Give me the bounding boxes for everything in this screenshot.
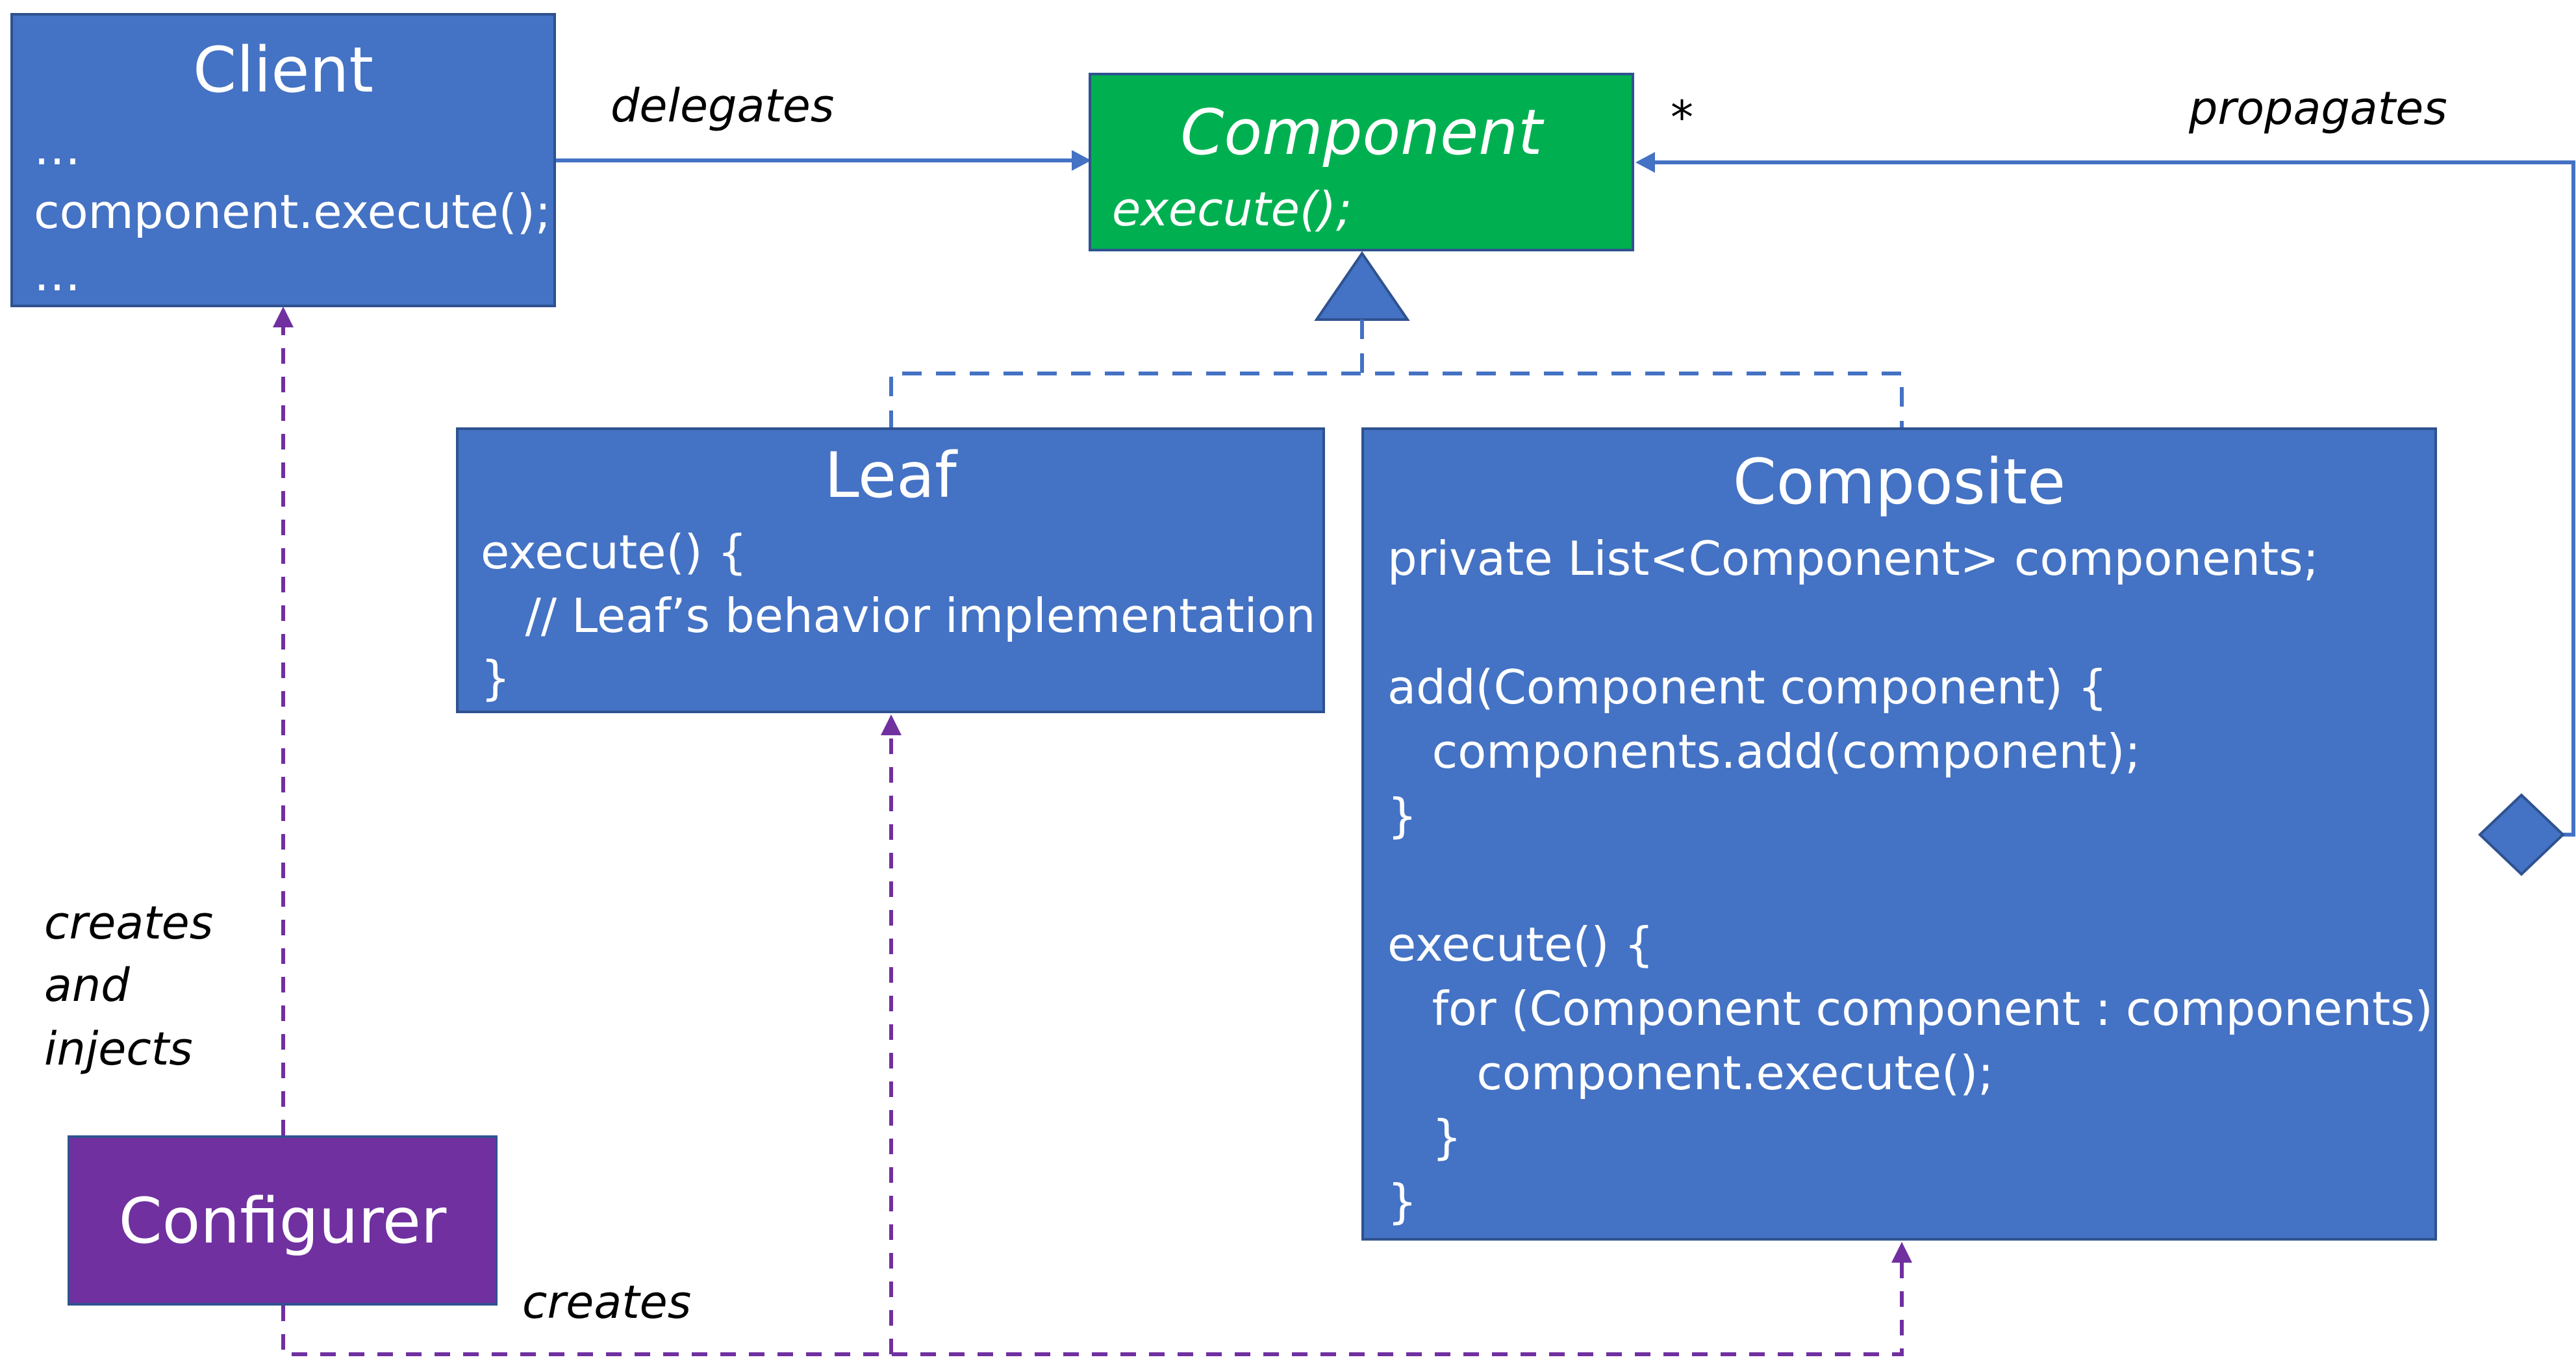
- leaf-line-2: // Leaf’s behavior implementation: [481, 588, 1316, 643]
- client-line-2: component.execute();: [34, 184, 551, 239]
- composite-line-1: private List<Component> components;: [1387, 531, 2319, 586]
- leaf-box: Leaf execute() { // Leaf’s behavior impl…: [456, 427, 1325, 713]
- composite-line-3: add(Component component) {: [1387, 660, 2108, 714]
- generalization-dashed-bracket: [889, 372, 1904, 430]
- delegates-label: delegates: [611, 79, 835, 133]
- generalization-triangle: [1314, 251, 1410, 321]
- multiplicity-label: *: [1671, 91, 1693, 144]
- creates-line: [281, 1260, 1904, 1356]
- client-box: Client … component.execute(); …: [10, 13, 556, 307]
- creates-injects-label-1: creates: [44, 896, 214, 950]
- configurer-box: Configurer: [68, 1135, 498, 1306]
- creates-injects-label-2: and: [44, 959, 130, 1012]
- composite-line-7: execute() {: [1387, 917, 1654, 972]
- delegates-arrow-head: [1072, 150, 1091, 171]
- creates-composite-arrow-head: [1891, 1242, 1912, 1263]
- aggregation-diamond: [2478, 793, 2565, 876]
- propagates-arrow-head: [1635, 152, 1655, 173]
- composite-line-9: component.execute();: [1387, 1046, 1994, 1100]
- leaf-title: Leaf: [824, 439, 957, 512]
- creates-leaf-arrow-head: [881, 714, 902, 735]
- configurer-title: Configurer: [118, 1185, 447, 1257]
- composite-line-11: }: [1387, 1174, 1417, 1229]
- propagates-label: propagates: [2189, 82, 2447, 135]
- creates-injects-label-3: injects: [44, 1022, 193, 1076]
- composite-line-5: }: [1387, 789, 1417, 843]
- composite-line-10: }: [1387, 1110, 1462, 1165]
- composite-box: Composite private List<Component> compon…: [1361, 427, 2478, 1241]
- client-line-1: …: [34, 121, 81, 175]
- client-title: Client: [193, 34, 373, 107]
- composite-line-8: for (Component component : components) {: [1387, 981, 2478, 1036]
- component-method: execute();: [1112, 182, 1352, 236]
- creates-injects-arrow-head: [273, 307, 294, 327]
- leaf-line-3: }: [481, 651, 511, 705]
- composite-line-4: components.add(component);: [1387, 724, 2141, 779]
- creates-label: creates: [522, 1276, 692, 1329]
- leaf-line-1: execute() {: [481, 525, 748, 579]
- component-title: Component: [1180, 96, 1543, 169]
- component-box: Component execute();: [1089, 73, 1634, 251]
- client-line-3: …: [34, 247, 81, 301]
- composite-title: Composite: [1732, 446, 2066, 518]
